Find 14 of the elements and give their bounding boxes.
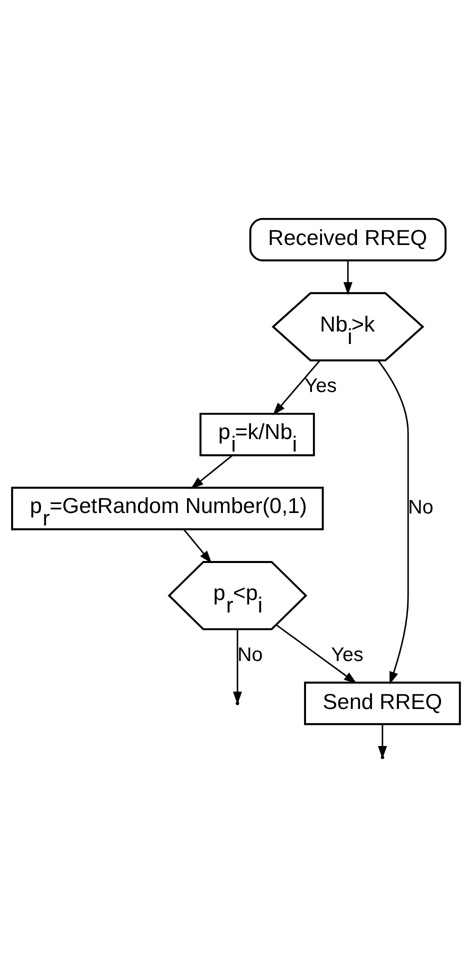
edge-label: No — [237, 643, 263, 666]
arrow — [272, 360, 320, 415]
node-box: Send RREQ — [304, 681, 461, 725]
arrow — [343, 260, 352, 295]
arrow — [276, 624, 357, 684]
node-box: Received RREQ — [249, 217, 447, 261]
arrow — [232, 628, 242, 704]
arrow — [190, 454, 233, 488]
edge-label: No — [408, 496, 434, 518]
arrow — [183, 528, 212, 563]
edge-label: Yes — [304, 374, 337, 397]
arrow — [378, 724, 387, 758]
arrow — [378, 360, 409, 684]
edge-label: Yes — [331, 643, 364, 666]
